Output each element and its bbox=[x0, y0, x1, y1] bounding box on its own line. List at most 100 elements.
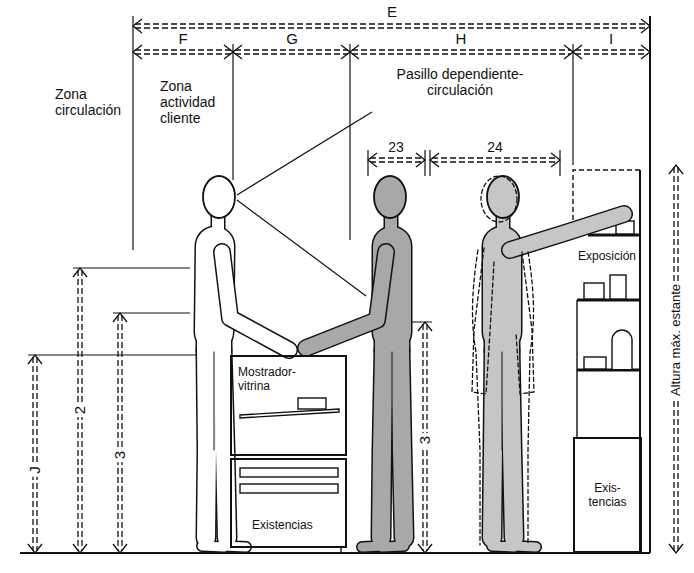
dimension-arrow bbox=[418, 322, 432, 331]
shelf-post bbox=[576, 300, 577, 437]
dimension-letter: G bbox=[283, 29, 301, 48]
alternate-head bbox=[481, 176, 517, 222]
counter-storage: Existencias bbox=[230, 458, 347, 548]
figure-part bbox=[381, 350, 384, 538]
dimension-letter: F bbox=[175, 29, 190, 48]
figure-detail bbox=[392, 352, 393, 450]
dimension-dash bbox=[117, 315, 118, 551]
dimension-arrow bbox=[368, 153, 377, 167]
dimension-dash bbox=[135, 23, 648, 24]
box-text: Existencias bbox=[252, 518, 313, 532]
dimension-dash bbox=[36, 357, 37, 551]
figure-head bbox=[487, 176, 519, 218]
shelf-item bbox=[584, 357, 606, 369]
figure-part bbox=[222, 350, 227, 538]
figure-detail bbox=[214, 352, 215, 450]
figure-head bbox=[203, 176, 235, 218]
wall-line bbox=[649, 16, 651, 553]
extension-line bbox=[429, 150, 430, 176]
dimension-arrow bbox=[224, 45, 233, 59]
figure-part bbox=[206, 350, 207, 538]
dimension-arrow bbox=[341, 45, 350, 59]
floor-line bbox=[20, 552, 650, 554]
dimension-dash bbox=[235, 53, 348, 54]
extension-line bbox=[572, 44, 573, 165]
zone-label: Pasillo dependiente-circulación bbox=[375, 66, 545, 98]
dimension-dash bbox=[135, 27, 648, 28]
figure-part bbox=[381, 350, 384, 538]
figure-arm bbox=[222, 252, 289, 350]
dimension-dash bbox=[135, 53, 231, 54]
counter-details bbox=[236, 398, 341, 553]
room bbox=[20, 16, 650, 553]
dimension-dash bbox=[575, 53, 648, 54]
dimension-number: 23 bbox=[385, 138, 407, 156]
dimension-letter: E bbox=[384, 2, 400, 21]
zone-label: Zona actividad cliente bbox=[160, 78, 232, 126]
dimension-dash bbox=[352, 49, 571, 50]
customer-figure bbox=[202, 176, 289, 547]
dimension-dash bbox=[32, 357, 33, 551]
dimension-letter: J bbox=[25, 463, 44, 477]
dimension-label: Altura máx. estante bbox=[668, 281, 685, 399]
figure-part bbox=[483, 246, 521, 332]
reference-line bbox=[73, 267, 190, 268]
shelf-label: Exposición bbox=[575, 249, 639, 265]
figure-fill bbox=[492, 214, 536, 547]
figure-part bbox=[400, 350, 404, 538]
dimension-dash bbox=[370, 161, 423, 162]
dimension-lines bbox=[28, 19, 683, 553]
figure-part bbox=[492, 350, 494, 538]
dimension-arrow bbox=[669, 165, 683, 174]
dimension-arrow bbox=[133, 45, 142, 59]
shelf-item bbox=[584, 283, 604, 299]
zone-label: Zona circulación bbox=[55, 86, 131, 118]
dimension-number: 2 bbox=[70, 403, 89, 417]
dimension-arrow bbox=[28, 544, 42, 553]
extension-line bbox=[349, 44, 350, 240]
dimension-arrow bbox=[73, 544, 87, 553]
dimension-dash bbox=[235, 49, 348, 50]
alternate-body bbox=[528, 252, 534, 545]
figure-arm bbox=[306, 252, 386, 348]
sight-line bbox=[237, 112, 372, 195]
dimension-number: 3 bbox=[110, 448, 129, 462]
dimension-arrow bbox=[73, 268, 87, 277]
dimension-dash bbox=[33, 24, 678, 551]
dimension-dash bbox=[352, 53, 571, 54]
dimension-arrow bbox=[233, 45, 242, 59]
dimension-dash bbox=[432, 157, 558, 158]
counter-plinth bbox=[236, 548, 341, 553]
dimension-dash bbox=[370, 157, 423, 158]
dimension-arrow bbox=[573, 45, 582, 59]
shelf-item bbox=[610, 275, 626, 299]
extension-line bbox=[232, 44, 233, 180]
alternate-arm bbox=[472, 248, 494, 394]
dimension-number: 24 bbox=[484, 138, 506, 156]
figure-part bbox=[492, 350, 494, 538]
dimension-arrow bbox=[641, 45, 650, 59]
clerk-figure bbox=[306, 176, 406, 547]
drawer bbox=[240, 468, 338, 477]
figure-part bbox=[400, 350, 404, 538]
reference-line bbox=[113, 312, 190, 313]
dimension-arrow bbox=[669, 544, 683, 553]
dimension-arrow bbox=[113, 544, 127, 553]
extension-line bbox=[367, 150, 368, 176]
figure-part bbox=[222, 350, 227, 538]
figure-part bbox=[514, 546, 536, 547]
figure-part bbox=[510, 350, 514, 538]
dimension-arrow bbox=[641, 19, 650, 33]
alternate-body bbox=[473, 250, 481, 545]
dimension-arrow bbox=[28, 355, 42, 364]
showcase-item bbox=[298, 398, 326, 409]
figure-detail bbox=[502, 352, 503, 450]
figure-arm bbox=[306, 252, 386, 348]
dimension-arrow bbox=[416, 153, 425, 167]
dimension-arrow bbox=[113, 313, 127, 322]
dimension-letter: H bbox=[453, 29, 470, 48]
figure-arm bbox=[222, 252, 289, 350]
dimension-dash bbox=[432, 161, 558, 162]
dimension-dash bbox=[575, 49, 648, 50]
